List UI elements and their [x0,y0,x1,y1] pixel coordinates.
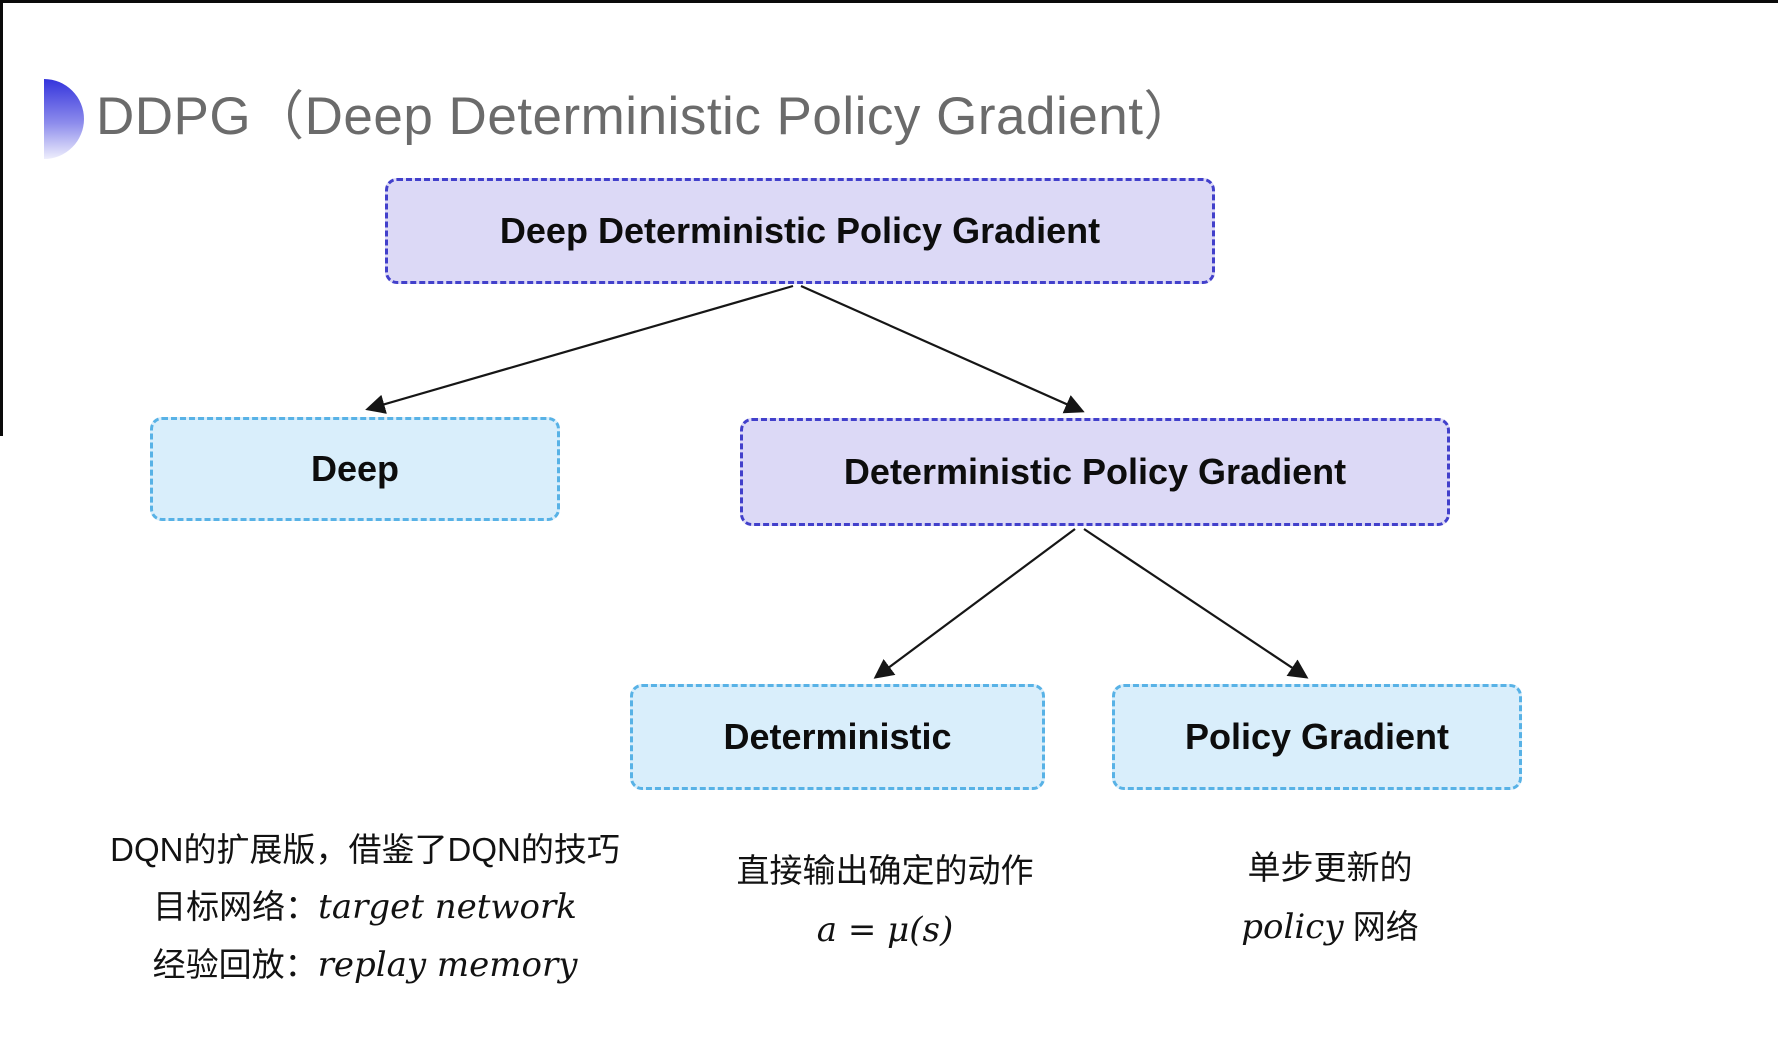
annotation-policy-gradient: 单步更新的 policy 网络 [1180,851,1480,944]
annotation-term: policy [1241,907,1344,947]
node-policy-gradient: Policy Gradient [1112,684,1522,790]
node-deep-deterministic-policy-gradient: Deep Deterministic Policy Gradient [385,178,1215,284]
annotation-line: 目标网络：target network [100,890,630,924]
node-deep: Deep [150,417,560,521]
annotation-line: 单步更新的 [1247,849,1413,886]
node-deterministic-policy-gradient: Deterministic Policy Gradient [740,418,1450,526]
node-label: Deterministic Policy Gradient [843,451,1347,492]
annotation-line: 经验回放：replay memory [100,948,630,982]
page-title: DDPG（Deep Deterministic Policy Gradient） [96,87,1197,146]
frame-edge-left-line [0,0,3,436]
arrow-dpg-to-deterministic [873,528,1076,679]
node-deterministic: Deterministic [630,684,1045,790]
annotation-line: 直接输出确定的动作 [736,852,1034,889]
frame-edge-top-line [0,0,1778,3]
node-label: Deterministic [723,716,952,757]
arrow-root-to-deep [365,284,794,414]
node-label: Deep Deterministic Policy Gradient [499,210,1101,251]
annotation-label: 目标网络： [153,888,319,925]
annotation-label: 网络 [1343,908,1419,945]
annotation-term: target network [318,887,577,927]
annotation-term: replay memory [317,945,578,985]
annotation-formula: a = μ(s) [816,910,954,950]
annotation-label: 经验回放： [152,946,318,983]
annotation-dqn: DQN的扩展版，借鉴了DQN的技巧 目标网络：target network 经验… [100,833,630,982]
node-label: Deep [310,448,400,489]
node-label: Policy Gradient [1184,716,1450,757]
arrow-dpg-to-policy-gradient [1083,528,1309,679]
annotation-line: DQN的扩展版，借鉴了DQN的技巧 [110,831,620,868]
annotation-line: policy 网络 [1180,910,1480,944]
bullet-semicircle-icon [44,79,84,159]
arrow-root-to-dpg [800,284,1085,414]
annotation-deterministic: 直接输出确定的动作 a = μ(s) [735,854,1035,947]
